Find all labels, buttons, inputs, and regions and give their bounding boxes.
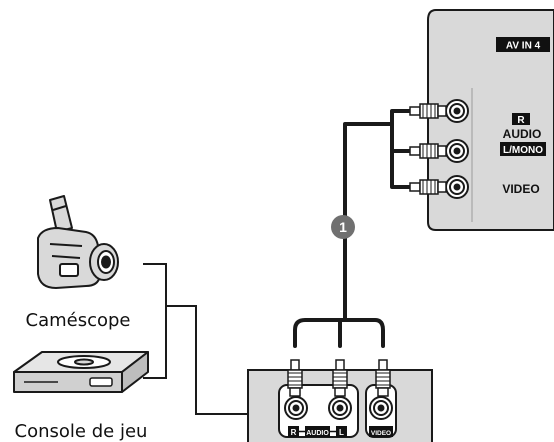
plug-device-video	[375, 359, 391, 397]
audio-label: AUDIO	[503, 127, 542, 141]
tv-panel	[427, 9, 554, 231]
l-jack-label: L	[336, 426, 347, 437]
av-cable	[293, 109, 412, 348]
plug-tv-audio-r	[409, 103, 447, 119]
tv-jack-video	[445, 175, 469, 199]
r-badge: R	[512, 113, 530, 126]
audio-jack-label: AUDIO	[299, 426, 336, 437]
av-in-badge: AV IN 4	[496, 37, 550, 52]
r-badge-label: R	[517, 115, 525, 126]
callout-number: 1	[339, 219, 347, 235]
plug-device-audio-r	[287, 359, 303, 397]
callout-1: 1	[331, 215, 355, 239]
mono-label: L/MONO	[503, 145, 543, 156]
camcorder-icon	[37, 195, 119, 289]
video-jack-label: VIDEO	[369, 426, 393, 437]
av-in-label: AV IN 4	[506, 41, 541, 52]
game-console-icon	[13, 351, 149, 393]
tv-jack-audio-r	[445, 99, 469, 123]
tv-jack-audio-l	[445, 139, 469, 163]
svg-text:R: R	[291, 428, 297, 437]
device-jack-audio-r	[284, 396, 308, 420]
console-label: Console de jeu	[15, 421, 148, 442]
video-label: VIDEO	[502, 182, 539, 196]
device-jack-video	[369, 396, 393, 420]
device-bracket	[143, 263, 248, 415]
plug-tv-video	[409, 179, 447, 195]
svg-text:AUDIO: AUDIO	[306, 430, 329, 437]
mono-badge: L/MONO	[500, 142, 546, 156]
svg-text:VIDEO: VIDEO	[371, 430, 391, 437]
plug-device-audio-l	[332, 359, 348, 397]
plug-tv-audio-l	[409, 143, 447, 159]
r-jack-label: R	[288, 426, 299, 437]
svg-text:L: L	[339, 428, 344, 437]
camcorder-label: Caméscope	[26, 310, 131, 331]
device-jack-audio-l	[328, 396, 352, 420]
